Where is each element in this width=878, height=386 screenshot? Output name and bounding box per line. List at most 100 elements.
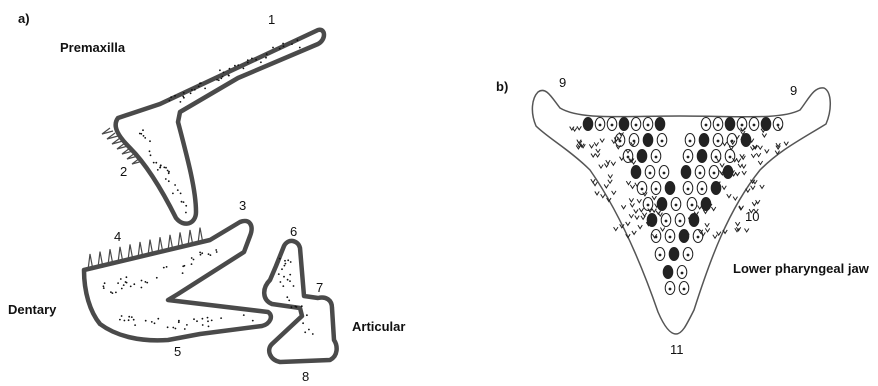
stipple-dot — [289, 280, 291, 282]
small-tooth-mark — [589, 144, 593, 148]
stipple-dot — [198, 86, 200, 88]
stipple-dot — [131, 316, 133, 318]
small-tooth-mark — [639, 208, 643, 212]
stipple-dot — [228, 74, 230, 76]
stipple-dot — [215, 249, 217, 251]
stipple-dot — [284, 260, 286, 262]
pharyngeal-tooth-center — [717, 140, 720, 143]
pharyngeal-tooth-center — [647, 124, 650, 127]
pharyngeal-tooth — [761, 118, 771, 131]
stipple-dot — [178, 321, 180, 323]
stipple-dot — [150, 154, 152, 156]
small-tooth-mark — [652, 196, 656, 200]
stipple-dot — [243, 314, 245, 316]
stipple-dot — [282, 43, 284, 45]
pharyngeal-tooth — [701, 198, 711, 211]
stipple-dot — [183, 92, 185, 94]
small-tooth-mark — [723, 230, 727, 234]
pharyngeal-tooth — [697, 150, 707, 163]
stipple-dot — [128, 319, 130, 321]
stipple-dot — [220, 317, 222, 319]
small-tooth-mark — [752, 202, 756, 206]
lower-pharyngeal-jaw-label: Lower pharyngeal jaw — [733, 262, 869, 275]
stipple-dot — [170, 96, 172, 98]
stipple-dot — [165, 167, 167, 169]
stipple-dot — [302, 322, 304, 324]
stipple-dot — [222, 76, 224, 78]
small-tooth-mark — [784, 142, 788, 146]
small-tooth-mark — [594, 142, 598, 146]
stipple-dot — [149, 140, 151, 142]
stipple-dot — [140, 133, 142, 135]
stipple-dot — [297, 39, 299, 41]
stipple-dot — [186, 324, 188, 326]
pharyngeal-tooth-center — [691, 204, 694, 207]
stipple-dot — [142, 129, 144, 131]
stipple-dot — [308, 329, 310, 331]
pharyngeal-tooth-center — [611, 124, 614, 127]
stipple-dot — [130, 286, 132, 288]
small-tooth-mark — [612, 191, 616, 195]
stipple-dot — [115, 292, 117, 294]
stipple-dot — [265, 57, 267, 59]
stipple-dot — [191, 89, 193, 91]
premaxilla-stipple — [139, 39, 301, 213]
stipple-dot — [133, 319, 135, 321]
stipple-dot — [200, 254, 202, 256]
small-tooth-mark — [641, 216, 645, 220]
pharyngeal-tooth-center — [655, 188, 658, 191]
small-tooth-mark — [736, 159, 740, 163]
pharyngeal-tooth — [665, 182, 675, 195]
stipple-dot — [185, 212, 187, 214]
stipple-dot — [143, 135, 145, 137]
pharyngeal-tooth-center — [701, 188, 704, 191]
stipple-dot — [103, 285, 105, 287]
stipple-dot — [291, 43, 293, 45]
pharyngeal-tooth-center — [663, 172, 666, 175]
stipple-dot — [204, 88, 206, 90]
stipple-dot — [174, 184, 176, 186]
small-tooth-mark — [758, 146, 762, 150]
stipple-dot — [184, 265, 186, 267]
stipple-dot — [119, 319, 121, 321]
stipple-dot — [260, 61, 262, 63]
stipple-dot — [223, 72, 225, 74]
pharyngeal-tooth-center — [599, 124, 602, 127]
stipple-dot — [181, 201, 183, 203]
stipple-dot — [180, 101, 182, 103]
small-tooth-mark — [591, 154, 595, 158]
pharyngeal-tooth — [669, 248, 679, 261]
small-tooth-mark — [713, 235, 717, 239]
small-tooth-mark — [760, 185, 764, 189]
small-tooth-mark — [756, 153, 760, 157]
small-tooth-mark — [720, 163, 724, 167]
small-tooth-mark — [611, 162, 615, 166]
small-tooth-mark — [742, 171, 746, 175]
small-tooth-mark — [629, 198, 633, 202]
stipple-dot — [301, 305, 303, 307]
small-tooth-mark — [746, 189, 750, 193]
stipple-dot — [163, 267, 165, 269]
small-tooth-mark — [604, 184, 608, 188]
small-tooth-mark — [621, 205, 625, 209]
stipple-dot — [202, 324, 204, 326]
lower-pharyngeal-jaw-outline — [532, 88, 830, 334]
small-tooth-mark — [637, 199, 641, 203]
small-tooth-mark — [711, 207, 715, 211]
small-tooth-mark — [744, 228, 748, 232]
stipple-dot — [288, 300, 290, 302]
stipple-dot — [163, 167, 165, 169]
stipple-dot — [104, 282, 106, 284]
pharyngeal-tooth-center — [669, 288, 672, 291]
pharyngeal-tooth-center — [679, 220, 682, 223]
pharyngeal-tooth — [741, 134, 751, 147]
stipple-dot — [120, 278, 122, 280]
stipple-dot — [134, 324, 136, 326]
small-tooth-mark — [601, 194, 605, 198]
small-tooth-mark — [751, 154, 755, 158]
stipple-dot — [291, 306, 293, 308]
stipple-dot — [157, 318, 159, 320]
stipple-dot — [279, 258, 281, 260]
stipple-dot — [167, 326, 169, 328]
